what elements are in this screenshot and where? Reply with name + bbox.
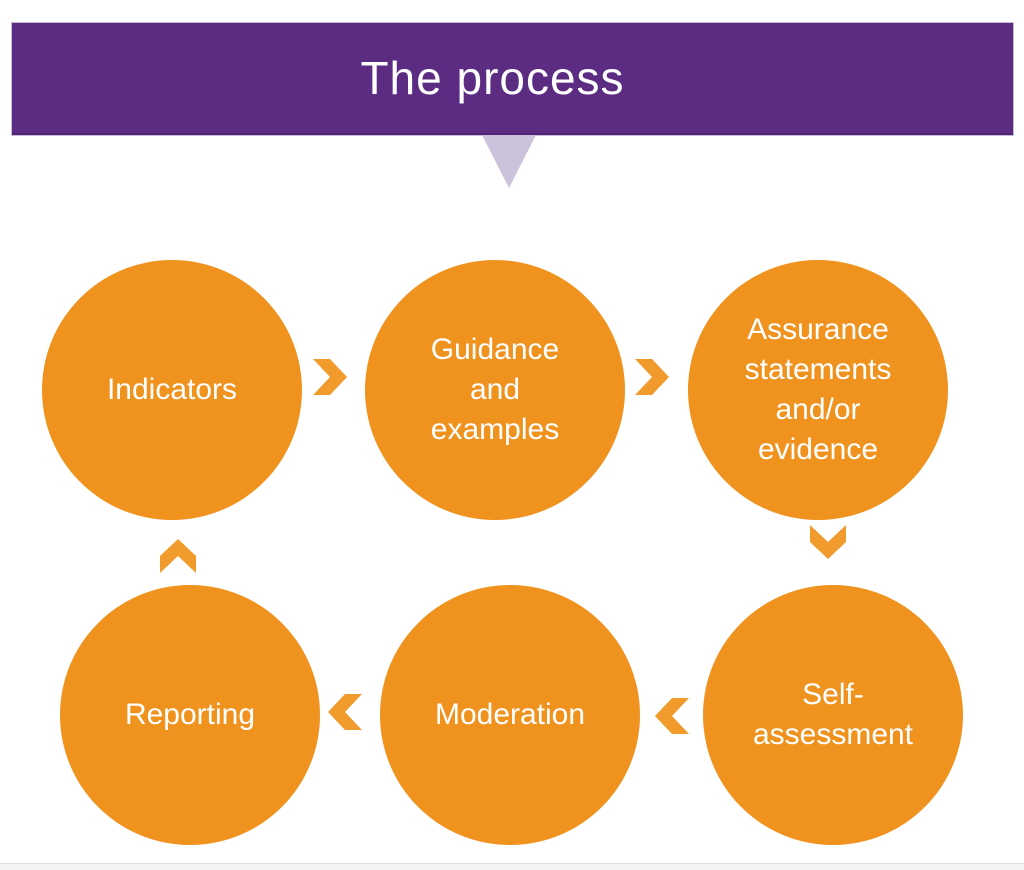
arrow-right-icon — [313, 359, 347, 395]
banner-pointer-shape — [482, 135, 536, 188]
arrow-left-icon — [655, 698, 689, 734]
arrow-left-icon — [328, 694, 362, 730]
arrow-down-icon — [810, 525, 846, 559]
step-circle-indicators: Indicators — [42, 260, 302, 520]
step-label-assurance: Assurance statements and/or evidence — [744, 313, 892, 466]
footer-bar — [0, 863, 1024, 870]
step-label-guidance: Guidance and examples — [430, 333, 560, 446]
step-circle-moderation: Moderation — [380, 585, 640, 845]
arrow-left-shape — [655, 698, 689, 734]
step-label-reporting: Reporting — [124, 698, 256, 731]
step-circle-reporting: Reporting — [60, 585, 320, 845]
arrow-up-shape — [160, 539, 196, 573]
arrow-right-shape — [313, 359, 347, 395]
arrow-right-shape — [635, 359, 669, 395]
title-banner: The process — [12, 23, 1013, 135]
arrow-down-shape — [810, 525, 846, 559]
slide-title: The process — [360, 52, 625, 104]
arrow-left-shape — [328, 694, 362, 730]
arrow-up-icon — [160, 539, 196, 573]
step-label-moderation: Moderation — [434, 698, 586, 731]
banner-pointer-icon — [482, 135, 536, 188]
step-circle-guidance: Guidance and examples — [365, 260, 625, 520]
arrow-right-icon — [635, 359, 669, 395]
step-circle-self-assessment: Self- assessment — [703, 585, 963, 845]
step-label-indicators: Indicators — [106, 373, 238, 406]
step-label-self-assessment: Self- assessment — [752, 678, 914, 751]
step-circle-assurance: Assurance statements and/or evidence — [688, 260, 948, 520]
